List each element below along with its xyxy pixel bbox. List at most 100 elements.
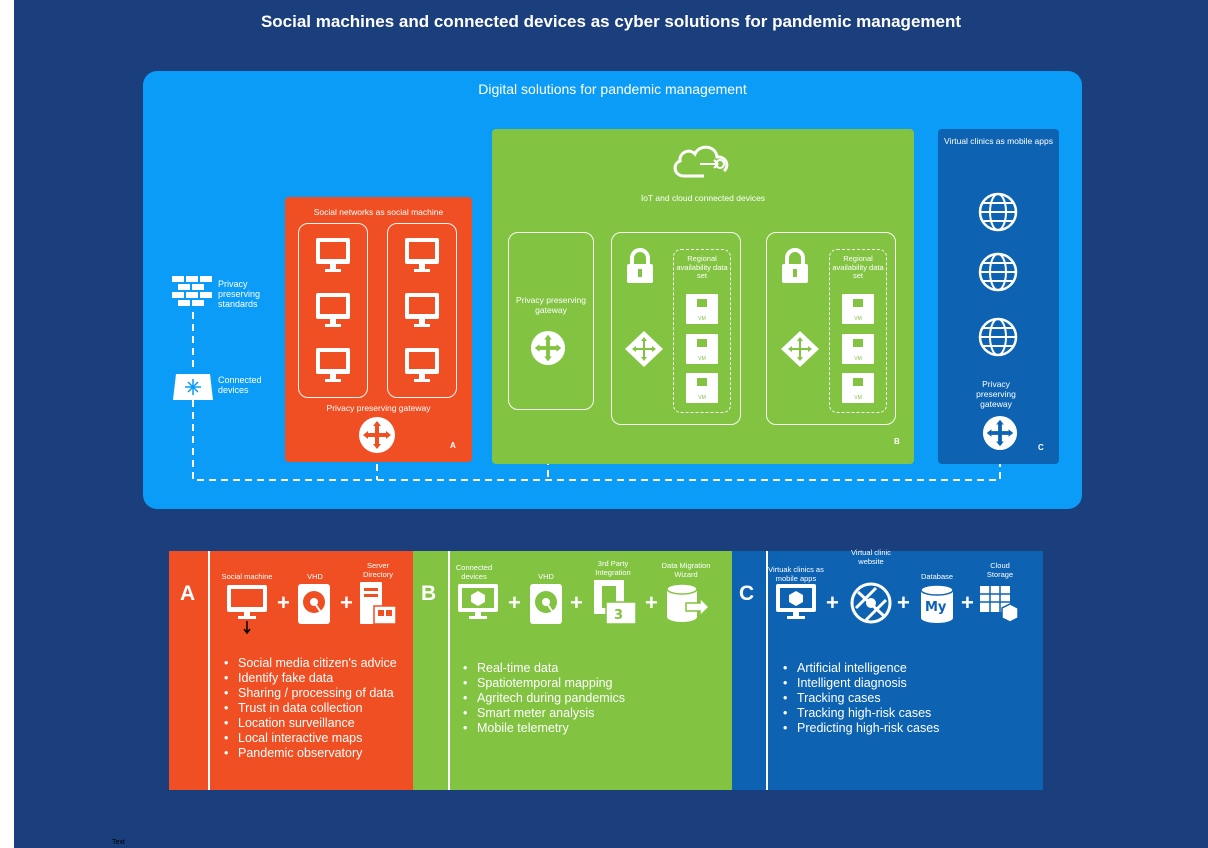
dataset-label-2: Regional availability data set [832,254,884,280]
svg-text:3: 3 [614,608,623,623]
router-icon [530,330,566,371]
router-icon [982,415,1018,456]
bottom-c-list: Artificial intelligence Intelligent diag… [777,661,939,736]
plus-icon: + [961,590,974,615]
virtual-clinic-website-label: Virtual clinic website [851,548,891,566]
list-item: Smart meter analysis [463,706,625,721]
privacy-standards-label: Privacy preserving standards [218,279,261,309]
vm-icon: VM [686,334,718,364]
social-machine-label: Social machine [221,572,273,581]
list-item: Location surveillance [224,716,397,731]
monitor-icons [316,238,439,382]
panel-b-title: IoT and cloud connected devices [640,193,766,203]
monitor-icon [227,585,267,640]
connected-devices-icon [172,372,214,407]
database-icon: My [920,584,954,629]
list-item: Artificial intelligence [783,661,939,676]
plus-icon: + [277,590,290,615]
data-migration-icon [666,583,711,628]
load-balancer-icon [780,330,820,373]
website-globe-icon [850,582,892,629]
panel-c-gateway-label: Privacy preserving gateway [976,379,1016,409]
divider [766,551,768,790]
vm-icon: VM [686,373,718,403]
dataset-box-1 [673,249,731,413]
footer-text: Text [112,839,125,846]
panel-c-title: Virtual clinics as mobile apps [944,136,1053,146]
gateway-box [508,232,594,410]
vm-icon: VM [842,334,874,364]
plus-icon: + [570,590,583,615]
panel-a-letter: A [450,441,456,450]
dataset-box-2 [829,249,887,413]
lock-icon [780,248,810,289]
svg-text:My: My [925,600,947,615]
panel-a-title: Social networks as social machine [313,207,444,217]
server-directory-label: Server Directory [362,561,393,579]
connected-device-icon [458,584,498,629]
database-label: Database [920,572,954,581]
hard-disk-icon [298,584,330,629]
list-item: Spatiotemporal mapping [463,676,625,691]
bottom-b-list: Real-time data Spatiotemporal mapping Ag… [457,661,625,736]
list-item: Pandemic observatory [224,746,397,761]
panel-c-virtual-clinics [938,129,1059,464]
vm-icon: VM [842,373,874,403]
list-item: Tracking high-risk cases [783,706,939,721]
bottom-a-letter: A [180,582,196,605]
region-box-2 [766,232,896,425]
monitor-column-right [387,223,457,398]
monitor-column-left [298,223,368,398]
list-item: Social media citizen's advice [224,656,397,671]
panel-b-letter: B [894,437,900,446]
load-balancer-icon [624,330,664,373]
plus-icon: + [340,590,353,615]
list-item: Sharing / processing of data [224,686,397,701]
diagram-title: Social machines and connected devices as… [260,12,962,31]
data-migration-label: Data Migration Wizard [661,561,711,579]
plus-icon: + [508,590,521,615]
hard-disk-icon [530,584,562,629]
list-item: Mobile telemetry [463,721,625,736]
plus-icon: + [826,590,839,615]
firewall-icon [172,276,214,315]
plus-icon: + [897,590,910,615]
third-party-integration-label: 3rd Party Integration [595,559,631,577]
list-item: Intelligent diagnosis [783,676,939,691]
virtual-clinic-apps-label: Virtuak clinics as mobile apps [768,565,824,583]
lock-icon [625,248,655,289]
divider [448,551,450,790]
cloud-storage-icon [980,582,1024,629]
panel-b-gateway-label: Privacy preserving gateway [516,295,586,315]
connected-devices-label: Connected devices [455,563,493,581]
dataset-label-1: Regional availability data set [676,254,728,280]
list-item: Real-time data [463,661,625,676]
globe-icons [978,192,1018,357]
vhd-label: VHD [538,572,554,581]
list-item: Trust in data collection [224,701,397,716]
list-item: Identify fake data [224,671,397,686]
router-icon [358,416,396,459]
panel-c-letter: C [1038,443,1044,452]
list-item: Agritech during pandemics [463,691,625,706]
divider [208,551,210,790]
bottom-a-list: Social media citizen's advice Identify f… [218,656,397,761]
cloud-storage-label: Cloud Storage [986,561,1014,579]
integration-icon: 3 [594,580,638,631]
connected-devices-label: Connected devices [218,375,262,395]
panel-a-gateway-label: Privacy preserving gateway [326,403,431,413]
vm-icon: VM [686,294,718,324]
cloud-icon [670,142,734,187]
bottom-c-letter: C [739,582,755,605]
vhd-label: VHD [307,572,323,581]
plus-icon: + [645,590,658,615]
list-item: Tracking cases [783,691,939,706]
bottom-b-letter: B [421,582,437,605]
server-directory-icon [360,582,397,631]
vm-icon: VM [842,294,874,324]
list-item: Local interactive maps [224,731,397,746]
region-box-1 [611,232,741,425]
mobile-app-icon [776,584,816,629]
list-item: Predicting high-risk cases [783,721,939,736]
digital-solutions-title: Digital solutions for pandemic managemen… [478,81,747,97]
